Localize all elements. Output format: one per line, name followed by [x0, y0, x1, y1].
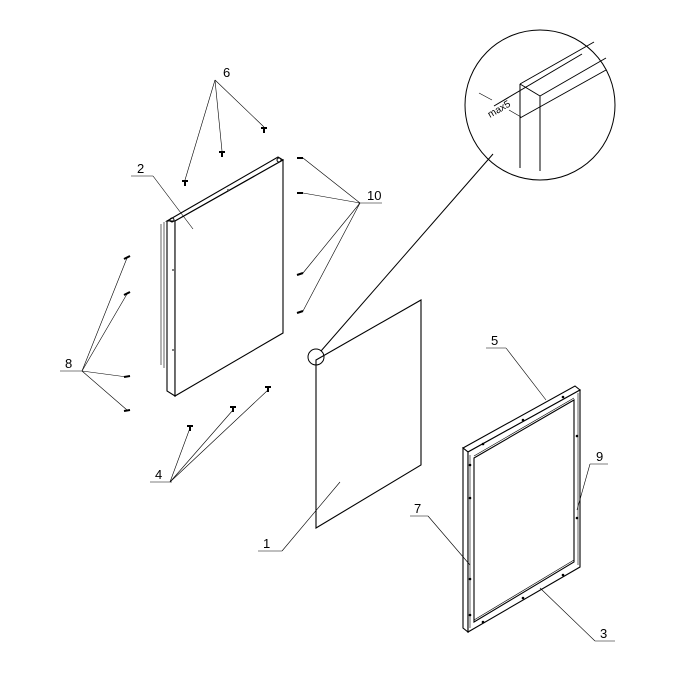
- leader-lines: [60, 79, 615, 642]
- label-9: 9: [596, 449, 603, 464]
- label-1: 1: [263, 536, 270, 551]
- label-3: 3: [600, 626, 607, 641]
- label-8: 8: [65, 356, 72, 371]
- glass-panel: [307, 153, 494, 529]
- detail-marker-circle: [307, 348, 325, 366]
- detail-view: max5: [464, 29, 616, 181]
- frame-assembly: [462, 385, 581, 634]
- side-panel: [160, 156, 285, 397]
- detail-dimension: max5: [486, 99, 513, 121]
- label-6: 6: [223, 65, 230, 80]
- label-10: 10: [367, 188, 381, 203]
- label-5: 5: [491, 333, 498, 348]
- screws: [123, 127, 304, 431]
- label-4: 4: [155, 467, 162, 482]
- label-7: 7: [414, 501, 421, 516]
- label-2: 2: [137, 161, 144, 176]
